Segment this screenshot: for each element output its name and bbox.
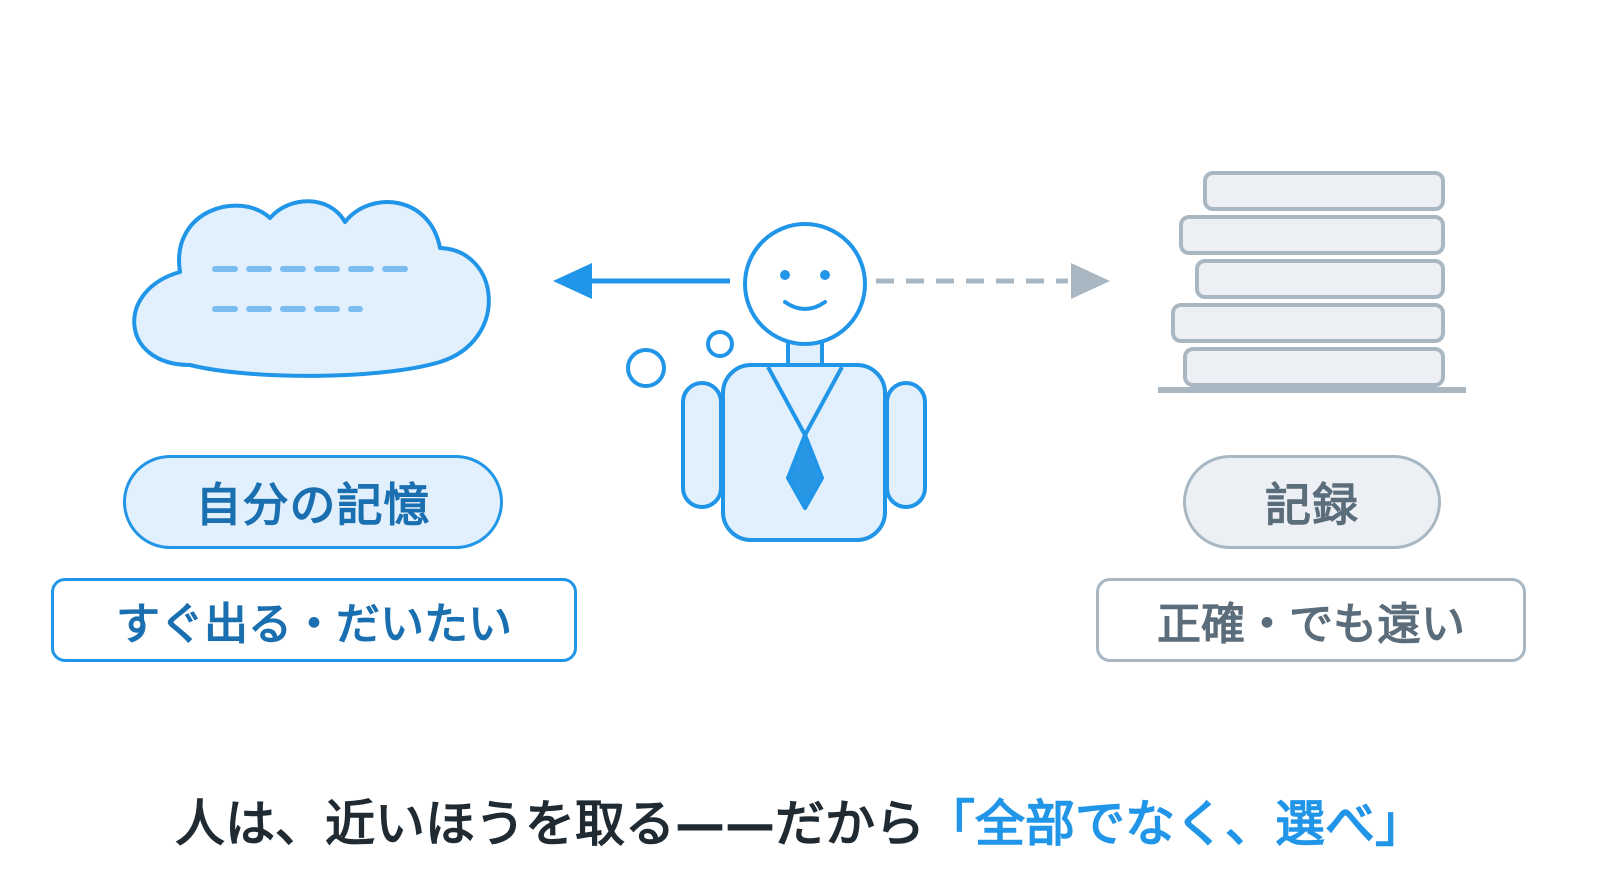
arrow-left-icon <box>553 263 730 299</box>
memory-description: すぐ出る・だいたい <box>51 578 577 662</box>
caption-main: 人は、近いほうを取る——だから <box>175 795 925 853</box>
cloud-icon <box>132 199 491 378</box>
person-icon <box>681 222 927 542</box>
record-label: 記録 <box>1183 455 1441 549</box>
caption-highlight: 「全部でなく、選べ」 <box>925 795 1425 853</box>
memory-label: 自分の記憶 <box>123 455 503 549</box>
arrow-right-icon <box>876 263 1110 299</box>
caption: 人は、近いほうを取る——だから「全部でなく、選べ」 <box>0 785 1600 855</box>
record-description: 正確・でも遠い <box>1096 578 1526 662</box>
book-stack-icon <box>1158 171 1466 393</box>
thought-bubble <box>626 348 666 388</box>
thought-bubble <box>706 330 734 358</box>
